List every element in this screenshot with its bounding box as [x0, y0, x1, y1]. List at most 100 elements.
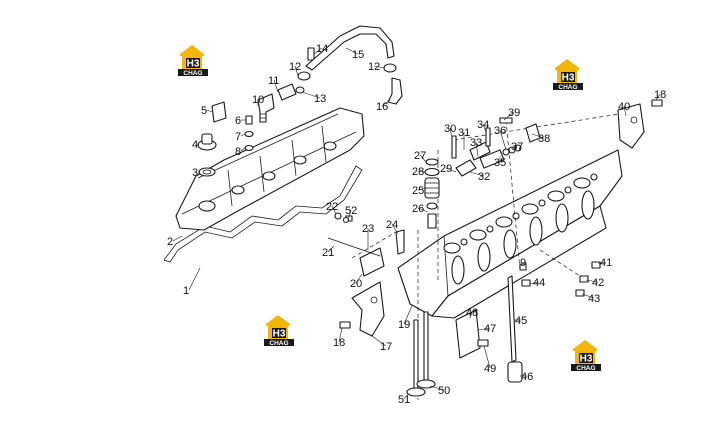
logo-mark: H3: [187, 59, 200, 70]
callout-28: 28: [412, 166, 424, 178]
callout-35: 35: [494, 157, 506, 169]
breather-pipe: [305, 25, 395, 71]
logo-wordmark: CHAG: [558, 84, 577, 91]
callout-leader-49: [483, 345, 491, 369]
callout-14: 14: [316, 43, 328, 55]
callout-leader-38: [531, 133, 545, 139]
callout-17: 17: [380, 341, 392, 353]
callout-3: 3: [192, 167, 198, 179]
callout-11: 11: [268, 75, 279, 87]
cylinder-port: [469, 225, 494, 272]
cover-bolt-stack: [244, 115, 254, 152]
callout-leader-17: [371, 335, 387, 347]
callout-19: 19: [398, 319, 410, 331]
callout-34: 34: [477, 119, 489, 131]
callout-leader-29: [445, 167, 457, 173]
callout-leader-18b: [655, 93, 661, 101]
callout-31: 31: [458, 127, 470, 139]
washer-52: [342, 216, 350, 224]
callout-15: 15: [352, 49, 364, 61]
callout-leader-39: [503, 111, 515, 121]
logo-mark: H3: [580, 354, 593, 365]
valves: [406, 311, 436, 397]
lifting-bracket-rear: [617, 103, 645, 149]
tappet: [507, 361, 523, 383]
callout-leader-47: [477, 327, 491, 331]
callout-9: 9: [520, 257, 526, 269]
callout-21: 21: [322, 247, 334, 259]
callout-36: 36: [494, 125, 506, 137]
cylinder-port: [521, 199, 546, 246]
callout-leader-20: [355, 273, 363, 284]
cylinder-port: [443, 238, 468, 285]
outlet-bolt: [477, 339, 489, 347]
callout-40: 40: [618, 101, 630, 113]
callout-43: 43: [588, 293, 600, 305]
callout-leader-5: [206, 109, 213, 113]
callout-12b: 12: [368, 61, 380, 73]
callout-leader-12b: [373, 65, 385, 69]
valve-cover-gasket: [163, 165, 363, 263]
callout-32: 32: [478, 171, 490, 183]
hose-bolt: [307, 47, 315, 61]
callout-leader-48: [469, 311, 473, 319]
callout-leader-34: [482, 123, 487, 133]
callout-leader-18a: [338, 327, 343, 343]
callout-39: 39: [508, 107, 520, 119]
callout-leader-4: [197, 143, 200, 146]
callout-38: 38: [538, 133, 550, 145]
lifting-bracket-front: [351, 281, 385, 337]
callout-25: 25: [412, 185, 424, 197]
name-plate: [211, 101, 227, 123]
callout-41: 41: [600, 257, 612, 269]
callout-30: 30: [444, 123, 456, 135]
callout-12a: 12: [289, 61, 301, 73]
callout-50: 50: [438, 385, 450, 397]
logo-wordmark: CHAG: [576, 365, 595, 372]
callout-leader-16: [381, 99, 391, 107]
callout-leader-44: [529, 281, 540, 285]
push-rod: [507, 275, 517, 363]
callout-48: 48: [466, 307, 478, 319]
valve-cover: [175, 107, 365, 231]
callout-8: 8: [235, 146, 241, 158]
logo-wordmark: CHAG: [183, 70, 202, 77]
callout-leader-25: [417, 187, 426, 191]
callout-leader-50: [429, 385, 445, 391]
breather-hose: [277, 71, 311, 101]
callout-42: 42: [592, 277, 604, 289]
callout-52: 52: [345, 205, 357, 217]
front-bracket-bolt: [339, 321, 351, 329]
callout-leader-15: [345, 47, 359, 55]
callout-leader-13: [301, 91, 321, 99]
callout-leader-30: [449, 127, 453, 139]
pipe-elbow: [387, 77, 403, 105]
callout-22: 22: [326, 201, 338, 213]
callout-4: 4: [192, 139, 198, 151]
callout-2: 2: [167, 236, 173, 248]
callout-13: 13: [314, 93, 326, 105]
callout-18a: 18: [333, 337, 345, 349]
callout-leader-40: [623, 105, 627, 117]
callout-leader-32: [469, 171, 485, 177]
breather-fitting: [257, 93, 275, 123]
callout-44: 44: [533, 277, 545, 289]
callout-10: 10: [252, 94, 264, 106]
callout-leader-19: [403, 305, 413, 325]
cylinder-port: [495, 212, 520, 259]
temperature-sensor: [575, 261, 601, 297]
callout-leader-11: [273, 79, 279, 93]
callout-6: 6: [235, 115, 241, 127]
rocker-assembly: [455, 117, 541, 177]
callout-leader-12a: [294, 65, 299, 77]
logo-mark: H3: [562, 73, 575, 84]
callout-leader-27: [419, 154, 427, 163]
oil-filler-cap: [197, 133, 217, 177]
callout-leader-33: [475, 141, 479, 157]
callout-leader-41: [597, 261, 607, 265]
callout-leader-8: [240, 147, 246, 152]
